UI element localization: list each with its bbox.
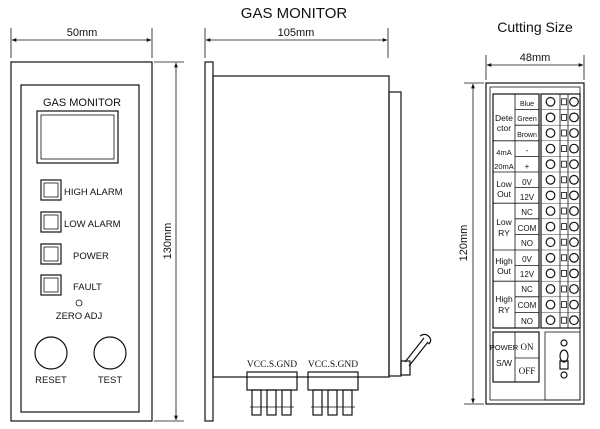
main-title: GAS MONITOR: [241, 5, 348, 22]
row-low-0v: 0V: [522, 178, 532, 187]
terminal-screw: [541, 284, 580, 297]
svg-text:POWER: POWER: [73, 251, 109, 262]
terminal-screw: [541, 252, 580, 266]
display-screen: [40, 114, 115, 160]
connector-1: [246, 371, 298, 416]
rear-height-dimension: 120mm: [458, 225, 470, 262]
rear-width-dimension: 48mm: [520, 52, 551, 64]
terminal-screw: [541, 299, 580, 313]
group-high-out-line1: High: [495, 256, 513, 266]
row-blue: Blue: [520, 101, 534, 108]
terminal-screw: [541, 206, 580, 220]
terminal-screw: [541, 143, 580, 157]
side-rear-plate: [388, 91, 402, 377]
row-low-no: NO: [521, 239, 533, 248]
indicator-power: POWER: [40, 243, 109, 265]
group-current-line1: 4mA: [496, 148, 511, 157]
rear-toggle-switch[interactable]: [544, 331, 581, 401]
terminal-screw: [541, 128, 580, 142]
display-window: [36, 110, 119, 164]
terminal-screw: [541, 96, 580, 110]
row-minus: -: [526, 146, 529, 155]
test-label: TEST: [98, 375, 122, 386]
group-detector-line1: Dete: [495, 113, 513, 123]
terminal-screw: [541, 221, 580, 235]
group-low-out-line1: Low: [496, 179, 512, 189]
side-toggle-switch: [400, 333, 432, 376]
row-low-nc: NC: [521, 208, 533, 217]
front-width-dimension: 50mm: [67, 27, 98, 39]
connector-label-1: VCC.S.GND: [247, 360, 297, 370]
indicator-fault: FAULT: [40, 274, 102, 296]
reset-button[interactable]: [34, 336, 68, 370]
rear-view: 48mm Dete ctor 4mA 20mA Low Out Low RY H…: [458, 52, 585, 405]
group-low-ry-line1: Low: [496, 217, 512, 227]
terminal-screw: [541, 268, 580, 282]
row-low-com: COM: [518, 224, 537, 233]
terminal-screw: [541, 237, 580, 251]
row-high-0v: 0V: [522, 255, 532, 264]
power-switch-label: POWER S/W ON OFF: [490, 331, 540, 383]
side-body: [212, 75, 390, 378]
reset-label: RESET: [35, 375, 67, 386]
terminal-screw: [541, 190, 580, 204]
row-high-12v: 12V: [520, 270, 535, 279]
svg-text:LOW ALARM: LOW ALARM: [64, 219, 121, 230]
connector-label-2: VCC.S.GND: [308, 360, 358, 370]
group-high-ry-line1: High: [495, 294, 513, 304]
test-button[interactable]: [93, 336, 127, 370]
side-bezel: [204, 61, 214, 422]
row-low-12v: 12V: [520, 193, 535, 202]
row-high-nc: NC: [521, 285, 533, 294]
indicator-high-alarm: HIGH ALARM: [40, 179, 123, 201]
front-panel: [20, 84, 140, 413]
front-outer-frame: [10, 61, 153, 422]
svg-text:S/W: S/W: [496, 358, 512, 368]
row-high-no: NO: [521, 317, 533, 326]
side-depth-dimension: 105mm: [278, 27, 315, 39]
row-green: Green: [517, 116, 537, 123]
rear-outer-frame: [485, 82, 585, 405]
terminal-block: [540, 93, 581, 329]
zero-adj-knob[interactable]: [75, 299, 83, 307]
connector-2: [307, 371, 359, 416]
group-high-ry-line2: RY: [498, 305, 510, 315]
cutting-size-title: Cutting Size: [497, 19, 573, 35]
terminal-screw: [545, 315, 579, 326]
row-brown: Brown: [517, 132, 537, 139]
group-low-ry-line2: RY: [498, 228, 510, 238]
switch-off-label: OFF: [519, 366, 536, 376]
svg-text:HIGH ALARM: HIGH ALARM: [64, 187, 123, 198]
switch-on-label: ON: [521, 342, 534, 352]
front-panel-title: GAS MONITOR: [43, 97, 121, 109]
terminal-label-table: Dete ctor 4mA 20mA Low Out Low RY High O…: [492, 93, 540, 329]
svg-text:FAULT: FAULT: [73, 282, 102, 293]
indicator-low-alarm: LOW ALARM: [40, 211, 121, 233]
svg-text:POWER: POWER: [490, 343, 519, 352]
group-current-line2: 20mA: [494, 162, 514, 171]
terminal-screw: [541, 112, 580, 126]
side-view: 105mm VCC.S.GND VCC.S.GND: [204, 27, 432, 422]
front-height-dimension: 130mm: [162, 223, 174, 260]
row-plus: +: [525, 162, 530, 171]
terminal-screw: [541, 174, 580, 188]
group-high-out-line2: Out: [497, 266, 511, 276]
terminal-screw: [541, 159, 580, 173]
row-high-com: COM: [518, 301, 537, 310]
zero-adj-label: ZERO ADJ: [56, 311, 103, 322]
group-detector-line2: ctor: [497, 123, 511, 133]
group-low-out-line2: Out: [497, 189, 511, 199]
front-view: 50mm GAS MONITOR HIGH ALARM LOW ALARM PO…: [10, 27, 184, 422]
